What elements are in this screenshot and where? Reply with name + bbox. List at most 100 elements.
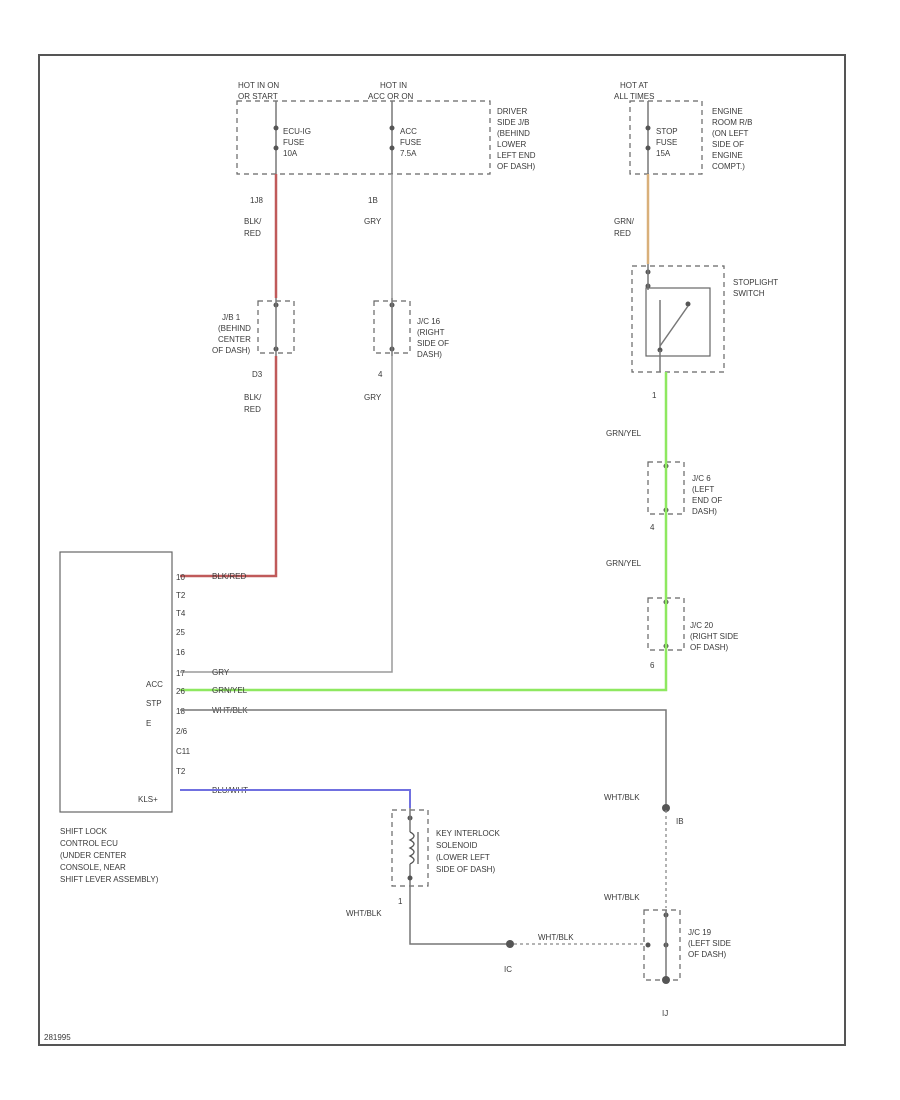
- wire-7-pin: 4: [650, 523, 655, 532]
- wire-8-pin: 6: [650, 661, 655, 670]
- svg-text:(UNDER CENTER: (UNDER CENTER: [60, 851, 126, 860]
- fuse-stop-label-2: FUSE: [656, 138, 677, 147]
- stoplight-switch-symbol: [645, 264, 711, 372]
- wire-1b-pin: 1B: [368, 196, 378, 205]
- jb1-label: J/B 1 (BEHIND CENTER OF DASH): [212, 313, 251, 355]
- ecu-pin-25: 25: [176, 628, 185, 637]
- hot-acc-on-label-2: ACC OR ON: [368, 92, 414, 101]
- ground-ic-label: IC: [504, 965, 512, 974]
- fuse-stop-label-3: 15A: [656, 149, 671, 158]
- jc6-label: J/C 6 (LEFT END OF DASH): [692, 474, 722, 516]
- acc-wire-label: GRY: [212, 668, 230, 677]
- svg-text:DASH): DASH): [417, 350, 442, 359]
- hot-at-all-times-label-2: ALL TIMES: [614, 92, 654, 101]
- wire-4-color-2: RED: [244, 405, 261, 414]
- ecu-pin-c11: C11: [176, 747, 191, 756]
- svg-text:SOLENOID: SOLENOID: [436, 841, 478, 850]
- svg-text:J/C 20: J/C 20: [690, 621, 714, 630]
- ecu-caption: SHIFT LOCK CONTROL ECU (UNDER CENTER CON…: [60, 827, 159, 884]
- ecu-side-e: E: [146, 719, 151, 728]
- ground-a-wire-label: WHT/BLK: [604, 793, 640, 802]
- wire-5-color: GRY: [364, 393, 382, 402]
- fuse-stop-label-1: STOP: [656, 127, 678, 136]
- svg-text:DASH): DASH): [692, 507, 717, 516]
- svg-text:CONTROL ECU: CONTROL ECU: [60, 839, 118, 848]
- wire-stp-lower: [180, 596, 668, 692]
- svg-text:OF DASH): OF DASH): [212, 346, 251, 355]
- ground-b-wire-label: WHT/BLK: [604, 893, 640, 902]
- fuse-ecu-ig-label-3: 10A: [283, 149, 298, 158]
- svg-text:J/C 6: J/C 6: [692, 474, 711, 483]
- svg-text:END OF: END OF: [692, 496, 722, 505]
- ecu-pin-10: 10: [176, 573, 185, 582]
- driver-side-jb-description: DRIVER SIDE J/B (BEHIND LOWER LEFT END O…: [497, 107, 536, 171]
- fuse-acc: ACC FUSE 7.5A: [389, 101, 421, 174]
- svg-text:(ON LEFT: (ON LEFT: [712, 129, 749, 138]
- wire-1-color-1: BLK/: [244, 217, 262, 226]
- jc19-pin-left: [645, 942, 651, 948]
- solenoid-pin-label: 1: [398, 897, 403, 906]
- shift-lock-ecu-box: [59, 551, 173, 813]
- fuse-ecu-ig-label-2: FUSE: [283, 138, 304, 147]
- driver-side-jb-box: [236, 100, 491, 175]
- fuse-ecu-ig-label-1: ECU-IG: [283, 127, 311, 136]
- ecu-side-acc: ACC: [146, 680, 163, 689]
- wire-kly: [180, 789, 411, 808]
- fuse-stop: STOP FUSE 15A: [645, 101, 678, 174]
- ground-ib-label: IB: [676, 817, 684, 826]
- svg-text:SIDE OF: SIDE OF: [712, 140, 744, 149]
- ecu-bottom-label: KLS+: [138, 795, 158, 804]
- hot-at-all-times-label-1: HOT AT: [620, 81, 648, 90]
- hot-acc-on-label-1: HOT IN: [380, 81, 407, 90]
- ground-point-ic: [506, 940, 514, 948]
- key-solenoid-label: KEY INTERLOCK SOLENOID (LOWER LEFT SIDE …: [436, 829, 501, 874]
- ground-point-ib: [662, 804, 670, 812]
- wire-solenoid-gnd: [409, 886, 508, 945]
- svg-text:(RIGHT SIDE: (RIGHT SIDE: [690, 632, 738, 641]
- svg-text:SIDE J/B: SIDE J/B: [497, 118, 529, 127]
- diagram-frame: [38, 54, 846, 1046]
- wire-6-pin: 1: [652, 391, 657, 400]
- svg-text:ENGINE: ENGINE: [712, 107, 743, 116]
- svg-text:DRIVER: DRIVER: [497, 107, 527, 116]
- hot-on-start-label-1: HOT IN ON: [238, 81, 279, 90]
- svg-text:SHIFT LEVER ASSEMBLY): SHIFT LEVER ASSEMBLY): [60, 875, 159, 884]
- svg-text:ENGINE: ENGINE: [712, 151, 743, 160]
- fuse-acc-label-1: ACC: [400, 127, 417, 136]
- ground-c-wire-label: WHT/BLK: [538, 933, 574, 942]
- wire-7-color: GRN/YEL: [606, 559, 642, 568]
- ecu-pin-26: 26: [176, 687, 185, 696]
- wire-6-color: GRN/YEL: [606, 429, 642, 438]
- wire-1-color-2: RED: [244, 229, 261, 238]
- svg-text:OF DASH): OF DASH): [690, 643, 729, 652]
- ecu-pin-17: 17: [176, 669, 185, 678]
- svg-text:J/C 16: J/C 16: [417, 317, 441, 326]
- svg-text:CENTER: CENTER: [218, 335, 251, 344]
- fuse-acc-label-2: FUSE: [400, 138, 421, 147]
- svg-text:OF DASH): OF DASH): [688, 950, 727, 959]
- ecu-pin-t2: T2: [176, 591, 186, 600]
- diagram-footer-code: 281995: [44, 1033, 71, 1042]
- stoplight-switch-label-2: SWITCH: [733, 289, 765, 298]
- svg-text:J/B 1: J/B 1: [222, 313, 241, 322]
- wire-2-color: GRY: [364, 217, 382, 226]
- ground-ij-label: IJ: [662, 1009, 668, 1018]
- ecu-pin-2-6: 2/6: [176, 727, 188, 736]
- ecu-side-stp: STP: [146, 699, 162, 708]
- ecu-ig-wire-label: BLK/RED: [212, 572, 246, 581]
- svg-text:(LOWER LEFT: (LOWER LEFT: [436, 853, 490, 862]
- wire-5-pin: 4: [378, 370, 383, 379]
- svg-text:J/C 19: J/C 19: [688, 928, 712, 937]
- wire-1j8-pin: 1J8: [250, 196, 263, 205]
- svg-text:(LEFT: (LEFT: [692, 485, 714, 494]
- ecu-pin-t4: T4: [176, 609, 186, 618]
- stp-wire-label: GRN/YEL: [212, 686, 248, 695]
- svg-text:(BEHIND: (BEHIND: [497, 129, 530, 138]
- wire-ecu-ig-lower: [180, 356, 278, 578]
- ecu-pin-16: 16: [176, 648, 185, 657]
- svg-text:SIDE OF DASH): SIDE OF DASH): [436, 865, 495, 874]
- svg-text:SHIFT LOCK: SHIFT LOCK: [60, 827, 108, 836]
- svg-text:(BEHIND: (BEHIND: [218, 324, 251, 333]
- wire-gnd-ecu: [180, 709, 667, 806]
